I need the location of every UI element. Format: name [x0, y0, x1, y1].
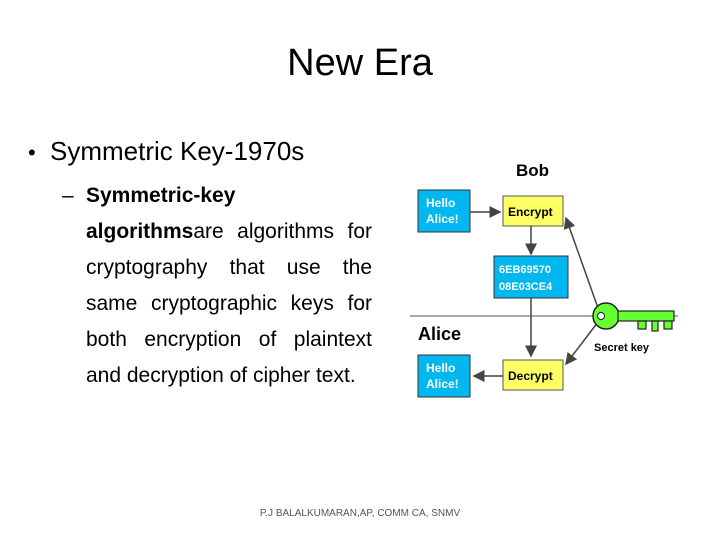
hello-top-box — [417, 189, 471, 233]
ciphertext-line2: 08E03CE4 — [499, 281, 553, 293]
slide-footer: P.J BALALKUMARAN,AP, COMM CA, SNMV — [259, 508, 461, 519]
slide-title: New Era — [287, 42, 433, 84]
bullet-text: Symmetric Key-1970s — [50, 136, 305, 166]
hello-bottom-box — [417, 354, 471, 398]
sub-bullet-definition: are algorithms for cryptography that use… — [86, 220, 372, 387]
ciphertext-box — [493, 255, 569, 299]
symmetric-key-diagram: Bob Alice Hello Alice! Encrypt 6EB69570 … — [410, 161, 678, 398]
secret-key-icon — [592, 302, 675, 332]
sub-bullet-term: Symmetric-key algorithms — [86, 184, 236, 243]
sub-bullet: – Symmetric-key algorithmsare algorithms… — [62, 178, 372, 394]
hello-bottom-line1: Hello — [426, 361, 455, 375]
bob-label: Bob — [516, 161, 549, 180]
hello-top-line2: Alice! — [426, 212, 459, 226]
sub-bullet-dash: – — [62, 184, 74, 207]
bullet-item: • Symmetric Key-1970s — [28, 136, 304, 167]
secret-key-label: Secret key — [594, 342, 650, 354]
ciphertext-line1: 6EB69570 — [499, 264, 551, 276]
arrow-key-encrypt — [563, 216, 599, 309]
hello-top-line1: Hello — [426, 196, 455, 210]
decrypt-box — [502, 359, 564, 391]
bullet-dot-icon: • — [28, 140, 36, 165]
arrow-key-decrypt — [565, 321, 599, 366]
encrypt-box — [502, 195, 564, 227]
encrypt-label: Encrypt — [508, 205, 553, 219]
decrypt-label: Decrypt — [508, 369, 553, 383]
hello-bottom-line2: Alice! — [426, 377, 459, 391]
sub-bullet-body: Symmetric-key algorithmsare algorithms f… — [86, 178, 372, 394]
alice-label: Alice — [418, 324, 461, 344]
